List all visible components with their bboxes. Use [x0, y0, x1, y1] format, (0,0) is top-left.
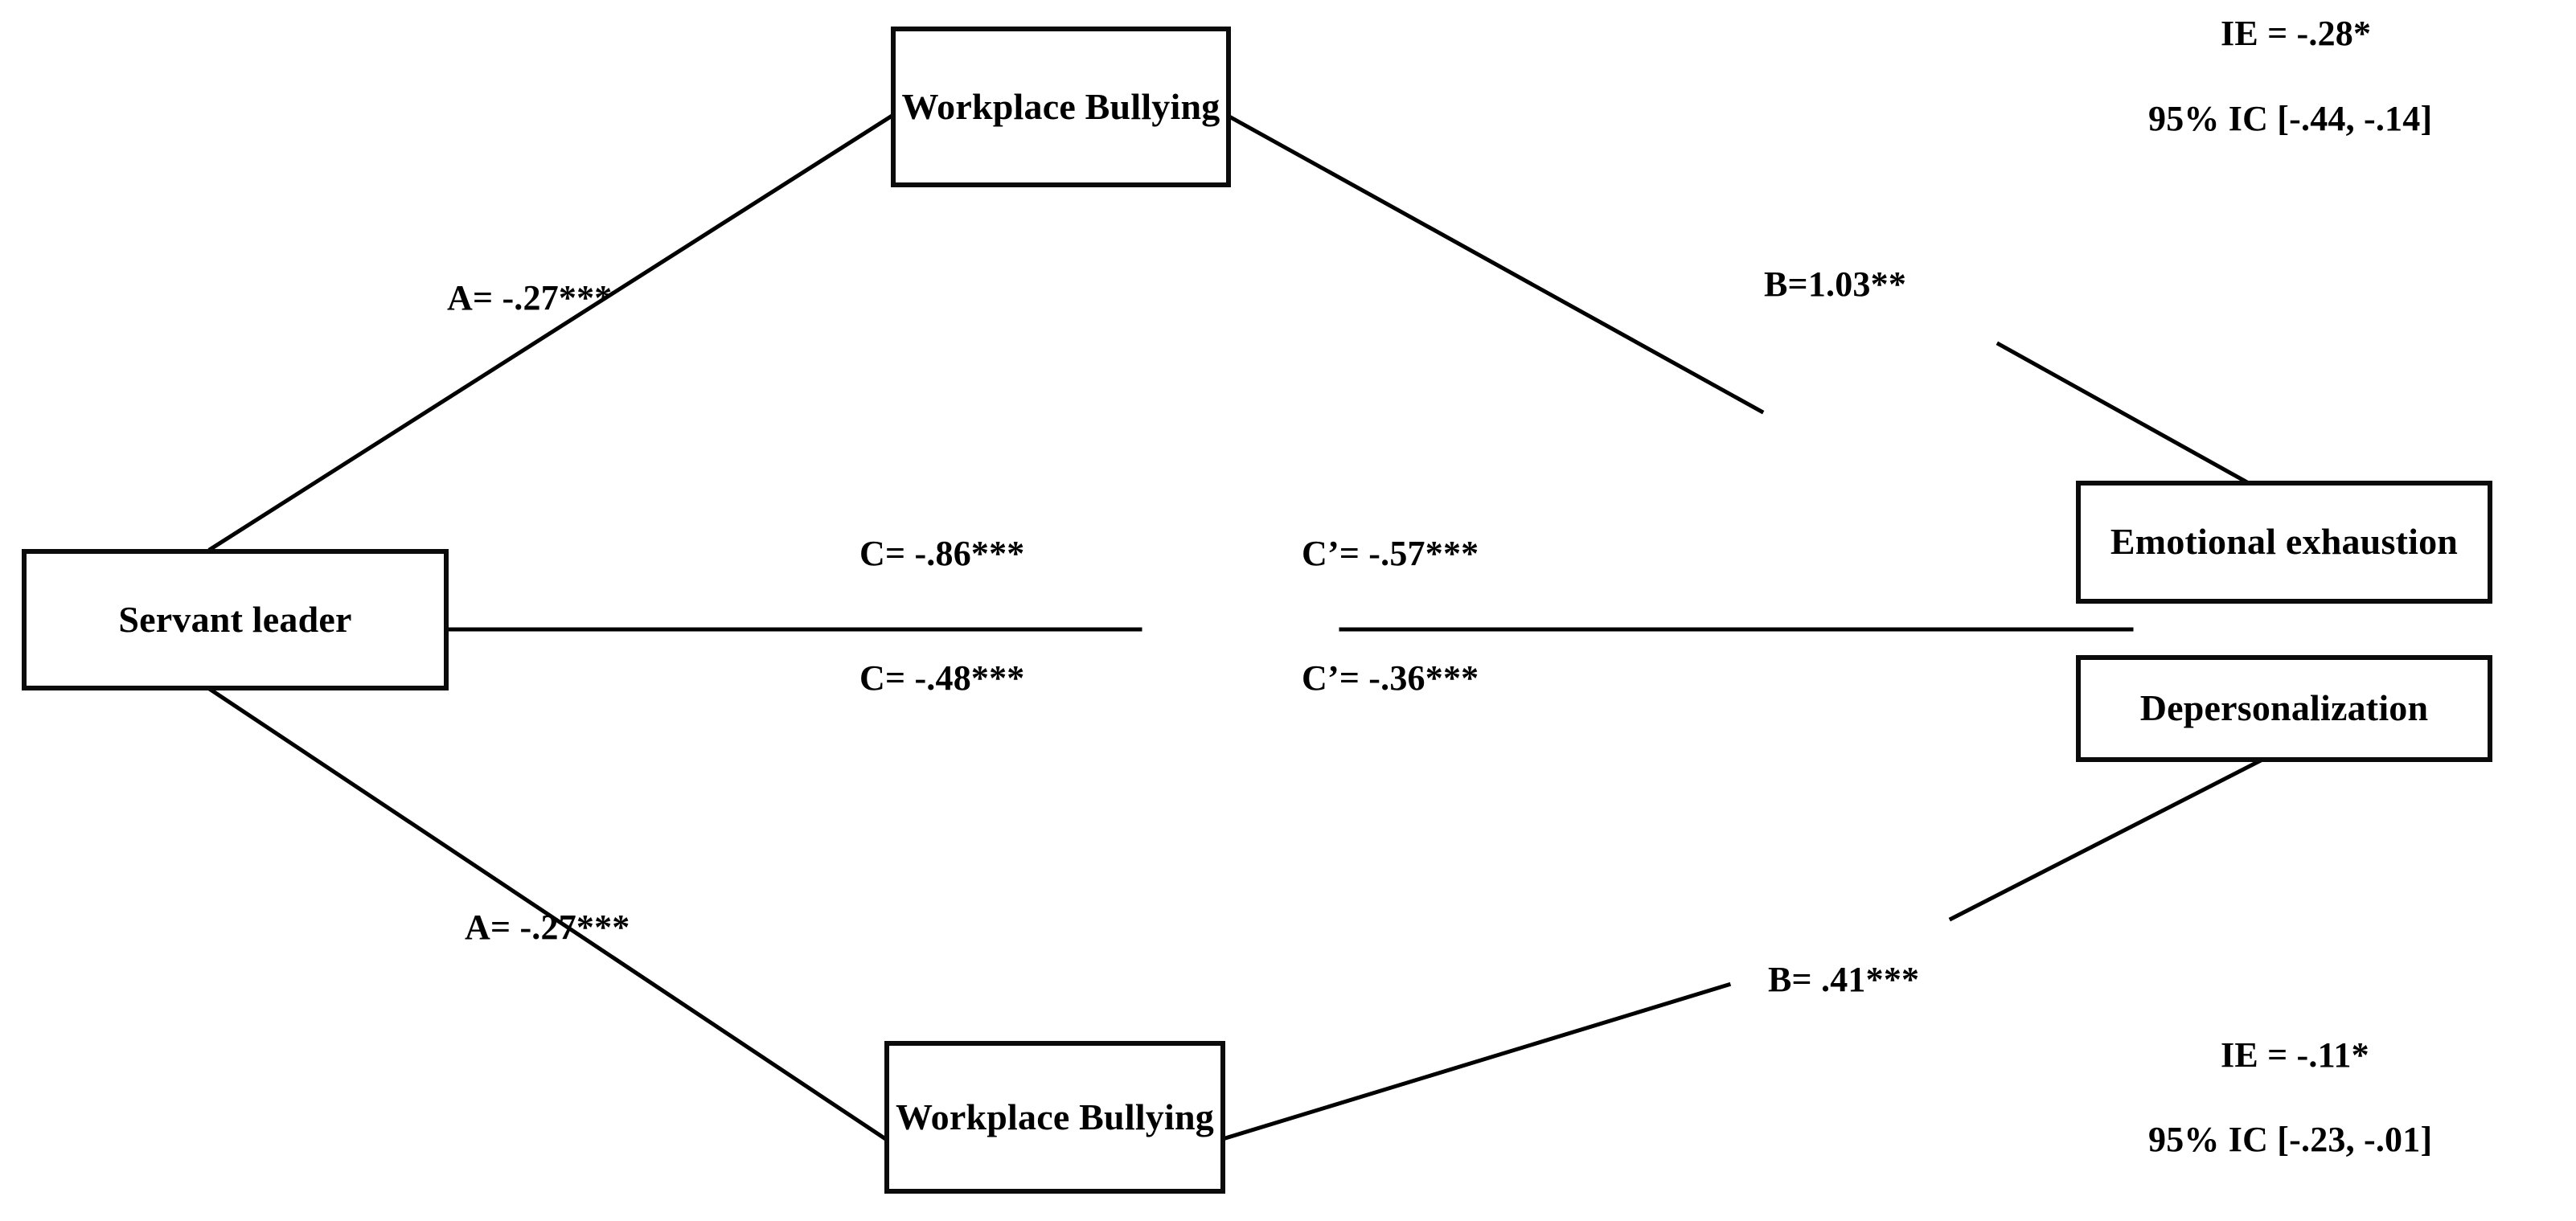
node-predictor[interactable]: Servant leader [22, 549, 449, 690]
node-mediator-top-label: Workplace Bullying [901, 85, 1220, 127]
path-line-b-bottom-segment2 [1948, 758, 2262, 922]
node-outcome-top-label: Emotional exhaustion [2110, 521, 2459, 563]
node-outcome-top[interactable]: Emotional exhaustion [2076, 481, 2492, 604]
node-outcome-bottom[interactable]: Depersonalization [2076, 655, 2492, 762]
path-label-a-top: A= -.27*** [447, 278, 613, 318]
indirect-effect-bottom-ci: 95% IC [-.23, -.01] [2148, 1120, 2433, 1159]
indirect-effect-bottom-estimate: IE = -.11* [2221, 1035, 2369, 1075]
path-line-a-top [207, 113, 894, 552]
indirect-effect-top-estimate: IE = -.28* [2221, 14, 2372, 53]
node-mediator-bottom[interactable]: Workplace Bullying [884, 1041, 1225, 1194]
path-label-b-bottom: B= .41*** [1768, 960, 1920, 999]
path-label-a-bottom: A= -.27*** [465, 908, 630, 947]
path-label-b-top: B=1.03** [1764, 264, 1907, 304]
node-mediator-top[interactable]: Workplace Bullying [891, 27, 1231, 187]
path-line-a-bottom [207, 686, 888, 1141]
path-label-c-prime-depersonalization: C’= -.36*** [1302, 658, 1479, 698]
path-label-c-emotional: C= -.86*** [859, 534, 1025, 573]
path-line-b-top-segment2 [1996, 341, 2250, 486]
path-line-b-bottom-segment1 [1222, 981, 1732, 1141]
node-outcome-bottom-label: Depersonalization [2139, 687, 2429, 729]
path-line-b-top-segment1 [1226, 113, 1765, 415]
node-predictor-label: Servant leader [118, 598, 352, 640]
node-mediator-bottom-label: Workplace Bullying [896, 1096, 1214, 1137]
path-label-c-prime-emotional: C’= -.57*** [1302, 534, 1479, 573]
path-label-c-depersonalization: C= -.48*** [859, 658, 1025, 698]
indirect-effect-top-ci: 95% IC [-.44, -.14] [2148, 99, 2433, 138]
